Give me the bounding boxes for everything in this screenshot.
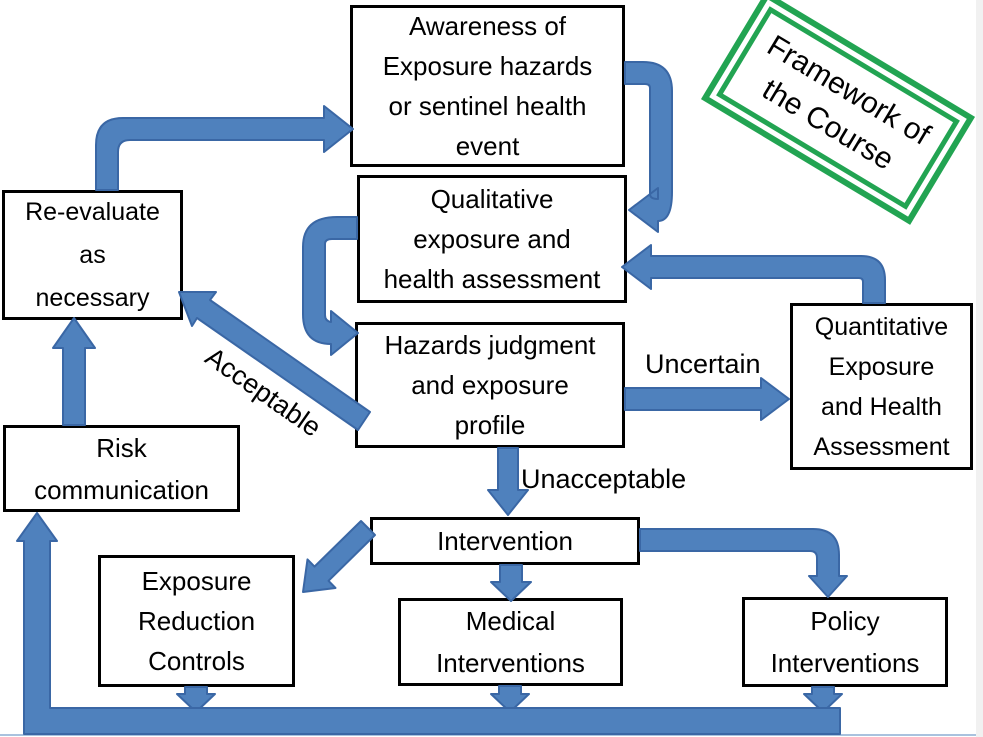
arrow-hazards-to-quantitative xyxy=(624,377,790,421)
box-intervention: Intervention xyxy=(370,517,640,565)
arrow-intervention-to-erc xyxy=(302,520,376,593)
box-risk-communication: Risk communication xyxy=(3,425,240,512)
arrow-quantitative-to-qualitative xyxy=(621,244,886,304)
box-medical-interventions: Medical Interventions xyxy=(398,598,623,686)
window-edge xyxy=(976,0,983,737)
arrow-medical-to-bar xyxy=(490,685,530,713)
box-hazards-judgment: Hazards judgment and exposure profile xyxy=(355,322,625,448)
arrow-intervention-to-medical xyxy=(490,564,532,602)
box-quantitative-assessment: Quantitative Exposure and Health Assessm… xyxy=(790,303,973,470)
arrow-erc-to-bar xyxy=(176,686,216,713)
arrow-intervention-to-policy xyxy=(639,528,848,598)
arrow-reevaluate-to-awareness xyxy=(95,105,354,191)
box-reevaluate: Re-evaluate as necessary xyxy=(2,190,183,320)
arrow-qualitative-to-hazards xyxy=(302,216,359,356)
framework-stamp: Framework of the Course xyxy=(700,0,976,225)
box-policy-interventions: Policy Interventions xyxy=(742,597,948,687)
slide-bottom-line xyxy=(0,734,983,736)
box-exposure-reduction-controls: Exposure Reduction Controls xyxy=(98,555,295,687)
box-awareness: Awareness of Exposure hazards or sentine… xyxy=(350,5,625,167)
box-qualitative-assessment: Qualitative exposure and health assessme… xyxy=(357,175,627,303)
framework-stamp-label: Framework of the Course xyxy=(716,6,960,210)
arrow-policy-to-bar xyxy=(803,686,843,713)
arrow-awareness-to-qualitative xyxy=(624,61,673,233)
arrow-riskcomm-to-reevaluate xyxy=(52,317,96,426)
label-unacceptable: Unacceptable xyxy=(521,464,687,494)
label-uncertain: Uncertain xyxy=(645,349,761,379)
